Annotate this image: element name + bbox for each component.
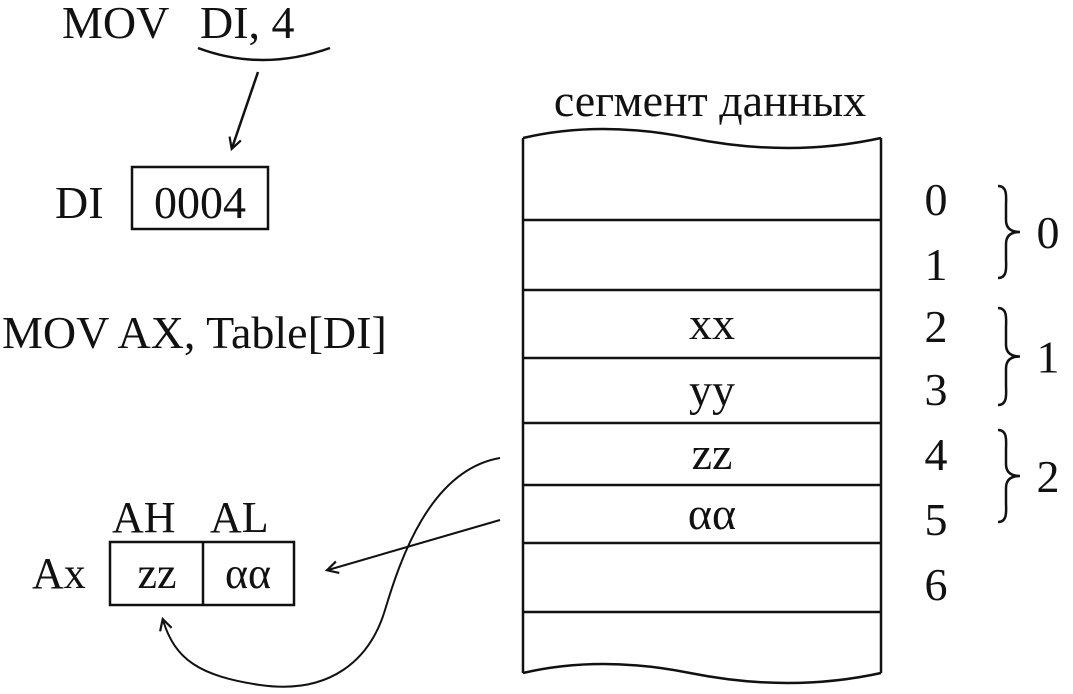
high-byte-arrow (163, 457, 501, 688)
byte-offsets: 0 1 2 3 4 5 6 (925, 174, 948, 610)
low-byte-arrow (328, 519, 501, 570)
word-brace (997, 306, 1021, 407)
segment-cell-value: αα (688, 488, 736, 539)
al-value: αα (225, 549, 271, 598)
segment-cell-value: xx (689, 298, 735, 349)
word-index-label: 0 (1037, 207, 1060, 258)
word-index-label: 2 (1037, 451, 1060, 502)
word-index-label: 1 (1037, 332, 1060, 383)
byte-offset-label: 4 (925, 429, 948, 480)
di-register-box (130, 165, 270, 231)
load-di-arrow (232, 71, 260, 148)
segment-cell-value: yy (689, 365, 735, 416)
segment-bottom-break (522, 662, 882, 685)
segment-title: сегмент данных (554, 75, 866, 126)
byte-offset-label: 6 (925, 559, 948, 610)
instr2-text: MOV AX, Table[DI] (2, 307, 387, 358)
byte-offset-label: 2 (925, 301, 948, 352)
segment-column: xx yy zz αα (521, 127, 883, 685)
word-brace (997, 428, 1021, 524)
ax-label: Ax (32, 549, 86, 598)
word-braces: 0 1 2 (997, 184, 1060, 524)
operand-underline (197, 46, 331, 62)
instr1-mnemonic: MOV (62, 0, 169, 48)
segment-top-break (522, 127, 882, 150)
byte-offset-label: 5 (925, 494, 948, 545)
byte-offset-label: 3 (925, 364, 948, 415)
word-brace (997, 184, 1021, 280)
segment-cell-value: zz (692, 428, 733, 479)
ah-label: AH (112, 493, 176, 542)
di-label: DI (55, 177, 104, 228)
byte-offset-label: 1 (925, 239, 948, 290)
instr1-operand: DI, 4 (200, 0, 295, 48)
di-value: 0004 (154, 177, 246, 228)
al-label: AL (210, 493, 269, 542)
ah-value: zz (137, 549, 176, 598)
byte-offset-label: 0 (925, 174, 948, 225)
